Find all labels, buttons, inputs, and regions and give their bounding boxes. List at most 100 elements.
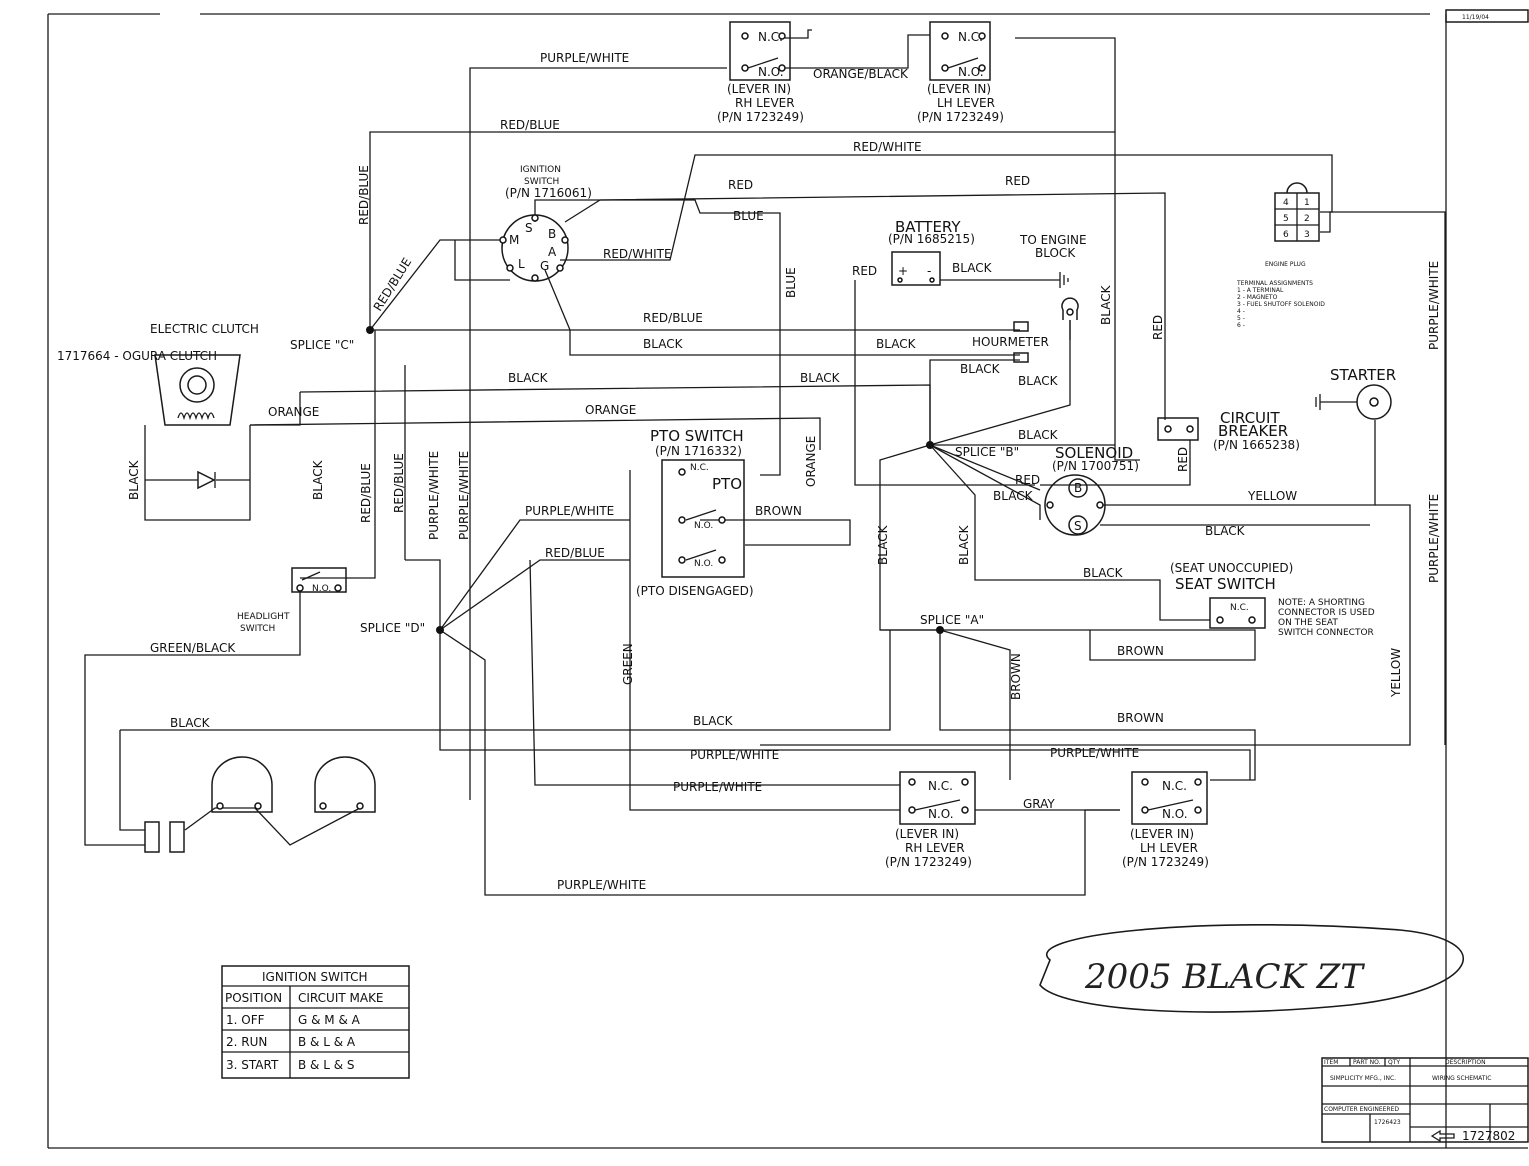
rh-lever-top-no: N.O. bbox=[758, 65, 784, 79]
lbl-v-black-4: BLACK bbox=[957, 524, 971, 565]
wires bbox=[84, 29, 1446, 896]
wire-blue bbox=[534, 199, 781, 476]
seat-note-4: SWITCH CONNECTOR bbox=[1278, 628, 1374, 638]
wire-yellow-right bbox=[760, 504, 1411, 746]
solenoid-s: S bbox=[1074, 519, 1082, 533]
ign-title-1: IGNITION bbox=[520, 165, 561, 175]
ignition-switch: M S B A L G IGNITION SWITCH (P/N 1716061… bbox=[499, 165, 592, 282]
lh-lever-top-nc: N.C. bbox=[958, 30, 983, 44]
lbl-v-black-3: BLACK bbox=[876, 524, 890, 565]
lh-lever-bot-state: (LEVER IN) bbox=[1130, 827, 1194, 841]
tb-similar: 1726423 bbox=[1374, 1119, 1401, 1126]
plug-pin-1: 1 bbox=[1304, 198, 1310, 208]
lh-lever-top-pn: (P/N 1723249) bbox=[917, 110, 1004, 124]
lbl-v-black-clutch: BLACK bbox=[127, 459, 141, 500]
solenoid-pn: (P/N 1700751) bbox=[1052, 459, 1139, 473]
lbl-red-blue-3: RED/BLUE bbox=[545, 546, 605, 560]
tb-desc: DESCRIPTION bbox=[1445, 1059, 1486, 1066]
lbl-v-red-blue-1: RED/BLUE bbox=[357, 165, 371, 225]
lbl-red-blue-2: RED/BLUE bbox=[643, 311, 703, 325]
lbl-purple-white-6: PURPLE/WHITE bbox=[557, 878, 646, 892]
engine-block-2: BLOCK bbox=[1035, 246, 1076, 260]
ign-s: S bbox=[525, 221, 533, 235]
wire-orange-black bbox=[785, 34, 930, 69]
lh-lever-bot-name: LH LEVER bbox=[1140, 841, 1198, 855]
wire-red-blue-d bbox=[405, 559, 441, 630]
seat-name: SEAT SWITCH bbox=[1175, 575, 1276, 593]
lbl-brown-3: BROWN bbox=[1117, 711, 1164, 725]
tb-engineered: COMPUTER ENGINEERED bbox=[1324, 1106, 1399, 1113]
battery: +- BATTERY (P/N 1685215) bbox=[888, 218, 975, 286]
engine-plug: 4 1 5 2 6 3 ENGINE PLUG TERMINAL ASSIGNM… bbox=[1236, 182, 1325, 329]
seat-state: (SEAT UNOCCUPIED) bbox=[1170, 561, 1293, 575]
corner-note: 11/19/04 bbox=[1462, 14, 1489, 21]
ign-table-r2c1: B & L & S bbox=[298, 1058, 355, 1072]
lbl-black-3: BLACK bbox=[960, 362, 1001, 376]
wire-purple-white-top bbox=[469, 67, 727, 800]
ign-table-title: IGNITION SWITCH bbox=[262, 970, 368, 984]
splice-c-dot bbox=[366, 326, 374, 334]
lbl-purple-white-4: PURPLE/WHITE bbox=[1050, 746, 1139, 760]
lbl-v-red-1: RED bbox=[1151, 315, 1165, 340]
wire-red-blue-pto bbox=[439, 559, 630, 631]
splice-d-label: SPLICE "D" bbox=[360, 621, 425, 635]
splice-a-label: SPLICE "A" bbox=[920, 613, 984, 627]
svg-text:-: - bbox=[927, 264, 931, 278]
ign-table-r2c0: 3. START bbox=[226, 1058, 279, 1072]
lbl-black-6: BLACK bbox=[800, 371, 841, 385]
lbl-v-yellow: YELLOW bbox=[1389, 648, 1403, 698]
battery-pn: (P/N 1685215) bbox=[888, 232, 975, 246]
ignition-table: IGNITION SWITCH POSITION CIRCUIT MAKE 1.… bbox=[221, 965, 410, 1079]
lh-lever-top-state: (LEVER IN) bbox=[927, 82, 991, 96]
tb-name: WIRING SCHEMATIC bbox=[1432, 1075, 1491, 1082]
lbl-purple-white-1: PURPLE/WHITE bbox=[540, 51, 629, 65]
lbl-orange-1: ORANGE bbox=[268, 405, 319, 419]
lbl-v-purple-white-1: PURPLE/WHITE bbox=[427, 451, 441, 540]
lbl-v-purple-white-3: PURPLE/WHITE bbox=[1427, 261, 1441, 350]
seat-note-1: NOTE: A SHORTING bbox=[1278, 598, 1365, 608]
wire-orange bbox=[249, 417, 821, 450]
pto-pn: (P/N 1716332) bbox=[655, 444, 742, 458]
clutch-model: 1717664 - OGURA CLUTCH bbox=[57, 349, 217, 363]
solenoid-b: B bbox=[1074, 481, 1082, 495]
tb-item: ITEM bbox=[1324, 1059, 1338, 1066]
wire-engine-plug-out bbox=[1320, 211, 1355, 233]
lbl-v-black-2: BLACK bbox=[1099, 284, 1113, 325]
seat-nc: N.C. bbox=[1230, 603, 1249, 613]
wire-purple-white-lh bbox=[439, 630, 1251, 780]
lbl-black-battery: BLACK bbox=[952, 261, 993, 275]
lbl-black-4: BLACK bbox=[1018, 374, 1059, 388]
plug-assign-6: 6 - bbox=[1237, 322, 1245, 329]
ign-m: M bbox=[509, 233, 519, 247]
lbl-red-white-1: RED/WHITE bbox=[853, 140, 922, 154]
lbl-v-blue: BLUE bbox=[784, 267, 798, 298]
wire-red-top bbox=[564, 192, 1166, 420]
seat-note-2: CONNECTOR IS USED bbox=[1278, 608, 1375, 618]
wire-black-hourmeter bbox=[544, 269, 1020, 356]
lbl-black-9: BLACK bbox=[1205, 524, 1246, 538]
ign-pn: (P/N 1716061) bbox=[505, 186, 592, 200]
lbl-black-1: BLACK bbox=[643, 337, 684, 351]
ign-g: G bbox=[540, 259, 549, 273]
rh-lever-bot-pn: (P/N 1723249) bbox=[885, 855, 972, 869]
svg-text:+: + bbox=[898, 264, 908, 278]
lbl-blue-1: BLUE bbox=[733, 209, 764, 223]
pto-nc: N.C. bbox=[690, 463, 709, 473]
ign-title-2: SWITCH bbox=[524, 177, 559, 187]
rh-lever-bot-no: N.O. bbox=[928, 807, 954, 821]
starter: STARTER bbox=[1315, 366, 1396, 420]
splice-c-label: SPLICE "C" bbox=[290, 338, 354, 352]
lbl-red-3: RED bbox=[852, 264, 877, 278]
solenoid-name: SOLENOID bbox=[1055, 444, 1133, 462]
plug-assign-4: 4 - bbox=[1237, 308, 1245, 315]
headlight-no: N.O. bbox=[312, 584, 331, 594]
lbl-v-red-2: RED bbox=[1176, 447, 1190, 472]
lbl-black-11: BLACK bbox=[170, 716, 211, 730]
lbl-v-red-blue-4: RED/BLUE bbox=[392, 453, 406, 513]
rh-lever-top-name: RH LEVER bbox=[735, 96, 795, 110]
ign-table-h1: CIRCUIT MAKE bbox=[298, 991, 384, 1005]
wire-stub bbox=[785, 29, 812, 39]
starter-label: STARTER bbox=[1330, 366, 1396, 384]
breaker-l2: BREAKER bbox=[1218, 422, 1288, 440]
plug-pin-2: 2 bbox=[1304, 214, 1310, 224]
